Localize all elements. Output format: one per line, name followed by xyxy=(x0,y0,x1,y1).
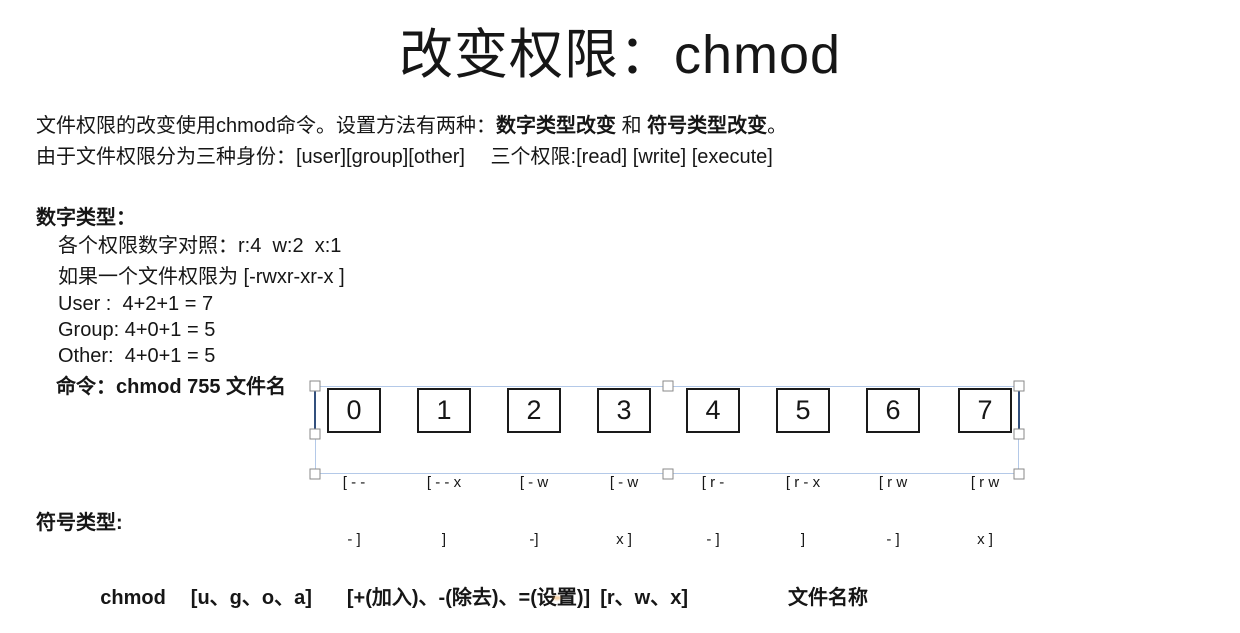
selection-inner-edge-right xyxy=(1018,386,1020,434)
numeric-line-group: Group: 4+0+1 = 5 xyxy=(58,319,216,341)
selection-handle-top-right[interactable] xyxy=(1013,380,1025,392)
digit-permissions-label: [ - w x ] xyxy=(609,474,639,548)
selection-handle-bottom-right[interactable] xyxy=(1013,468,1025,480)
digit-box: 4 xyxy=(686,388,740,433)
digit-cell-3: 3 [ - w x ] xyxy=(597,388,651,587)
symbolic-chmod: chmod xyxy=(100,587,166,609)
intro-paragraph: 文件权限的改变使用chmod命令。设置方法有两种：数字类型改变 和 符号类型改变… xyxy=(36,111,787,173)
selection-handle-top-left[interactable] xyxy=(309,380,321,392)
intro-line-1: 文件权限的改变使用chmod命令。设置方法有两种：数字类型改变 和 符号类型改变… xyxy=(36,111,787,142)
symbolic-type-heading: 符号类型: xyxy=(36,512,123,534)
selection-inner-edge-left xyxy=(314,386,316,434)
symbolic-who: [u、g、o、a] xyxy=(190,587,312,609)
numeric-line-other: Other: 4+0+1 = 5 xyxy=(58,345,216,367)
numeric-line-user: User : 4+2+1 = 7 xyxy=(58,293,214,315)
digit-permissions-label: [ - - - ] xyxy=(342,474,366,548)
numeric-line-mapping: 各个权限数字对照：r:4 w:2 x:1 xyxy=(58,235,342,257)
digit-box: 6 xyxy=(866,388,920,433)
digit-permissions-label: [ - w -] xyxy=(519,474,549,548)
digit-cell-7: 7 [ r w x ] xyxy=(958,388,1012,587)
selection-handle-bottom-left[interactable] xyxy=(309,468,321,480)
digit-box: 1 xyxy=(417,388,471,433)
digit-permissions-label: [ r w - ] xyxy=(878,474,908,548)
selection-handle-middle-right[interactable] xyxy=(1013,428,1025,440)
intro-bold-numeric: 数字类型改变 xyxy=(496,115,617,137)
digit-box: 5 xyxy=(776,388,830,433)
digit-cell-1: 1 [ - - x ] xyxy=(417,388,471,587)
intro-line1-end: 。 xyxy=(767,115,788,137)
symbolic-perms: [r、w、x] xyxy=(600,587,688,609)
digit-cell-2: 2 [ - w -] xyxy=(507,388,561,587)
symbolic-filename: 文件名称 xyxy=(788,587,868,609)
selection-handle-bottom-middle[interactable] xyxy=(662,468,674,480)
selection-handle-top-middle[interactable] xyxy=(662,380,674,392)
numeric-command: 命令：chmod 755 文件名 xyxy=(56,376,287,398)
intro-bold-symbolic: 符号类型改变 xyxy=(647,115,768,137)
digit-permissions-label: [ r w x ] xyxy=(970,474,1000,548)
page-title: 改变权限：chmod xyxy=(398,25,842,85)
selection-handle-middle-left[interactable] xyxy=(309,428,321,440)
digit-cell-5: 5 [ r - x ] xyxy=(776,388,830,587)
numeric-type-heading: 数字类型： xyxy=(36,207,136,229)
pointer-artifact-dot xyxy=(553,596,561,600)
digit-permission-diagram[interactable]: 0 [ - - - ] 1 [ - - x ] 2 [ - w -] 3 [ -… xyxy=(309,380,1025,548)
digit-box: 7 xyxy=(958,388,1012,433)
intro-line1-mid: 和 xyxy=(616,115,648,137)
digit-cell-6: 6 [ r w - ] xyxy=(866,388,920,587)
intro-line1-pre: 文件权限的改变使用chmod命令。设置方法有两种： xyxy=(36,115,497,137)
digit-cell-0: 0 [ - - - ] xyxy=(327,388,381,587)
digit-box: 0 xyxy=(327,388,381,433)
numeric-line-example: 如果一个文件权限为 [-rwxr-xr-x ] xyxy=(58,266,345,288)
intro-line-2: 由于文件权限分为三种身份：[user][group][other] 三个权限:[… xyxy=(36,146,773,168)
digit-box: 3 xyxy=(597,388,651,433)
digit-permissions-label: [ - - x ] xyxy=(426,474,462,548)
symbolic-command-line: chmod[u、g、o、a][+(加入)、-(除去)、=(设置)][r、w、x]… xyxy=(78,558,868,633)
digit-permissions-label: [ r - x ] xyxy=(785,474,821,548)
digit-permissions-label: [ r - - ] xyxy=(701,474,725,548)
digit-box: 2 xyxy=(507,388,561,433)
digit-cell-4: 4 [ r - - ] xyxy=(686,388,740,587)
